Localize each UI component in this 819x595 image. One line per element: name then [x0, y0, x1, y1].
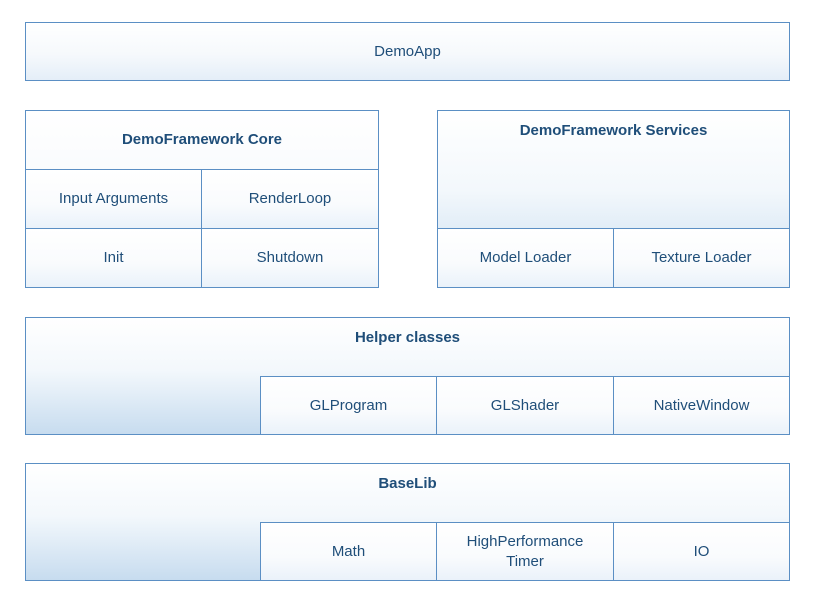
- services-title: DemoFramework Services: [519, 121, 708, 139]
- core-title: DemoFramework Core: [25, 110, 379, 170]
- baselib-title: BaseLib: [378, 474, 437, 492]
- helper-cell-glshader: GLShader: [436, 376, 614, 435]
- baselib-cell-io: IO: [613, 522, 790, 581]
- core-cell-shutdown: Shutdown: [201, 228, 379, 288]
- helper-title: Helper classes: [354, 328, 461, 346]
- services-cell-texture-loader: Texture Loader: [613, 228, 790, 288]
- demoapp-box: DemoApp: [25, 22, 790, 81]
- baselib-cell-highperformance-timer: HighPerformance Timer: [436, 522, 614, 581]
- services-cell-model-loader: Model Loader: [437, 228, 614, 288]
- helper-cell-nativewindow: NativeWindow: [613, 376, 790, 435]
- core-cell-init: Init: [25, 228, 202, 288]
- core-cell-renderloop: RenderLoop: [201, 169, 379, 229]
- core-cell-input-arguments: Input Arguments: [25, 169, 202, 229]
- helper-cell-glprogram: GLProgram: [260, 376, 437, 435]
- baselib-cell-math: Math: [260, 522, 437, 581]
- demoapp-label: DemoApp: [374, 43, 441, 60]
